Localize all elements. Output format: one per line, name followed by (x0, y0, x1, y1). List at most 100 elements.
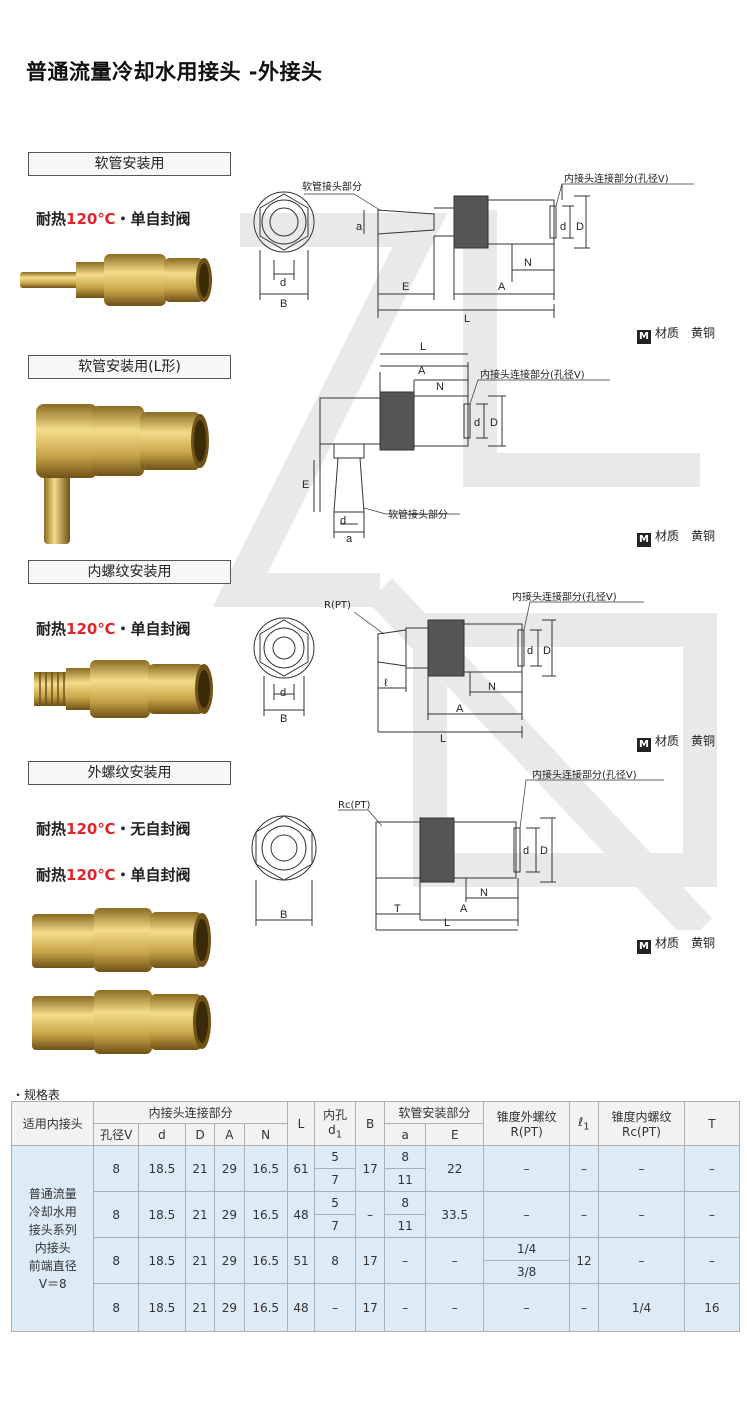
svg-text:内接头连接部分(孔径V): 内接头连接部分(孔径V) (532, 770, 637, 781)
table-cell: – (683, 1145, 741, 1192)
table-cell: 16 (683, 1283, 741, 1332)
svg-text:L: L (420, 342, 426, 353)
table-cell: 8 (93, 1237, 139, 1284)
svg-text:Rc(PT): Rc(PT) (338, 800, 370, 811)
coupler-female-thread-photo-1 (32, 908, 211, 972)
svg-text:A: A (456, 703, 464, 715)
table-row: 8 18.5 21 29 16.5 51 8 17 – – 1/4 12 – – (12, 1237, 741, 1284)
svg-text:a: a (356, 221, 363, 233)
th-l1: ℓ1 (568, 1101, 600, 1146)
th-a: a (384, 1123, 427, 1146)
table-cell: – (483, 1191, 570, 1238)
drawing-hose-l: 内接头连接部分(孔径V) 软管接头部分 L A N E d a d D (302, 342, 610, 545)
table-cell: 48 (286, 1283, 316, 1332)
svg-text:A: A (418, 365, 426, 377)
svg-text:d: d (527, 645, 533, 657)
svg-text:d: d (340, 515, 346, 527)
table-cell: – (384, 1283, 427, 1332)
th-hose-group: 软管安装部分 (384, 1101, 485, 1124)
table-cell: – (598, 1191, 685, 1238)
table-cell: 17 (354, 1237, 386, 1284)
table-cell: 18.5 (137, 1191, 186, 1238)
table-cell: 16.5 (243, 1145, 288, 1192)
table-cell: – (683, 1237, 741, 1284)
material-icon: M (637, 940, 651, 954)
table-cell: 29 (214, 1237, 245, 1284)
svg-text:T: T (394, 903, 401, 915)
feature-line: 耐热120℃・单自封阀 (36, 866, 191, 884)
svg-text:D: D (540, 845, 548, 857)
table-row: 3/8 (12, 1260, 740, 1284)
svg-text:N: N (436, 381, 444, 393)
table-cell: 1/4 (598, 1283, 685, 1332)
svg-text:A: A (498, 281, 506, 293)
coupler-female-thread-photo-2 (32, 990, 211, 1054)
table-cell: 5 (314, 1145, 356, 1169)
table-cell: – (683, 1191, 741, 1238)
table-cell: 16.5 (243, 1237, 288, 1284)
table-cell: 8 (93, 1283, 139, 1332)
table-cell: 22 (425, 1145, 485, 1192)
table-cell: 8 (384, 1145, 427, 1169)
svg-text:N: N (480, 887, 488, 899)
table-cell: 7 (314, 1214, 356, 1238)
table-row: 8 18.5 21 29 16.5 48 5 – 8 33.5 – – – – (12, 1191, 741, 1238)
material-icon: M (637, 533, 651, 547)
table-cell: 21 (184, 1145, 216, 1192)
table-cell: 18.5 (137, 1145, 186, 1192)
feature-line: 耐热120℃・单自封阀 (36, 210, 191, 228)
svg-text:内接头连接部分(孔径V): 内接头连接部分(孔径V) (512, 592, 617, 603)
svg-text:软管接头部分: 软管接头部分 (388, 508, 448, 521)
svg-text:N: N (524, 257, 532, 269)
table-cell: 8 (384, 1191, 427, 1215)
table-cell: 33.5 (425, 1191, 485, 1238)
table-cell: – (598, 1145, 685, 1192)
table-cell: 18.5 (137, 1283, 186, 1332)
table-cell: – (425, 1237, 485, 1284)
table-cell: 8 (93, 1145, 139, 1192)
table-cell: 51 (286, 1237, 316, 1284)
table-cell: 5 (314, 1191, 356, 1215)
page-title: 普通流量冷却水用接头 -外接头 (26, 60, 323, 84)
svg-text:B: B (280, 298, 287, 310)
svg-text:N: N (488, 681, 496, 693)
material-icon: M (637, 738, 651, 752)
table-cell: 16.5 (243, 1283, 288, 1332)
svg-text:d: d (474, 417, 480, 429)
section-label-hose-l: 软管安装用(L形) (28, 355, 231, 379)
svg-text:B: B (280, 909, 287, 921)
table-cell: 16.5 (243, 1191, 288, 1238)
th-E: E (425, 1123, 485, 1146)
table-cell: 11 (384, 1214, 427, 1238)
svg-text:内接头连接部分(孔径V): 内接头连接部分(孔径V) (564, 172, 669, 185)
svg-text:D: D (490, 417, 498, 429)
table-cell: – (314, 1283, 356, 1332)
table-cell: 21 (184, 1283, 216, 1332)
svg-text:D: D (543, 645, 551, 657)
table-cell: 18.5 (137, 1237, 186, 1284)
table-cell: – (568, 1191, 600, 1238)
th-bore: 孔径V (93, 1123, 139, 1146)
th-D: D (184, 1123, 216, 1146)
section-label-male: 外螺纹安装用 (28, 761, 231, 785)
table-row: 8 18.5 21 29 16.5 48 – 17 – – – – 1/4 16 (12, 1283, 741, 1332)
table-cell: 17 (354, 1283, 386, 1332)
table-cell: 11 (384, 1168, 427, 1192)
table-cell: 21 (184, 1237, 216, 1284)
section-label-female: 内螺纹安装用 (28, 560, 231, 584)
svg-text:D: D (576, 221, 584, 233)
table-cell: 17 (354, 1145, 386, 1192)
svg-text:内接头连接部分(孔径V): 内接头连接部分(孔径V) (480, 368, 585, 381)
table-cell: 7 (314, 1168, 356, 1192)
spec-table-label: ・规格表 (12, 1088, 61, 1102)
svg-text:d: d (523, 845, 529, 857)
feature-line: 耐热120℃・单自封阀 (36, 620, 191, 638)
